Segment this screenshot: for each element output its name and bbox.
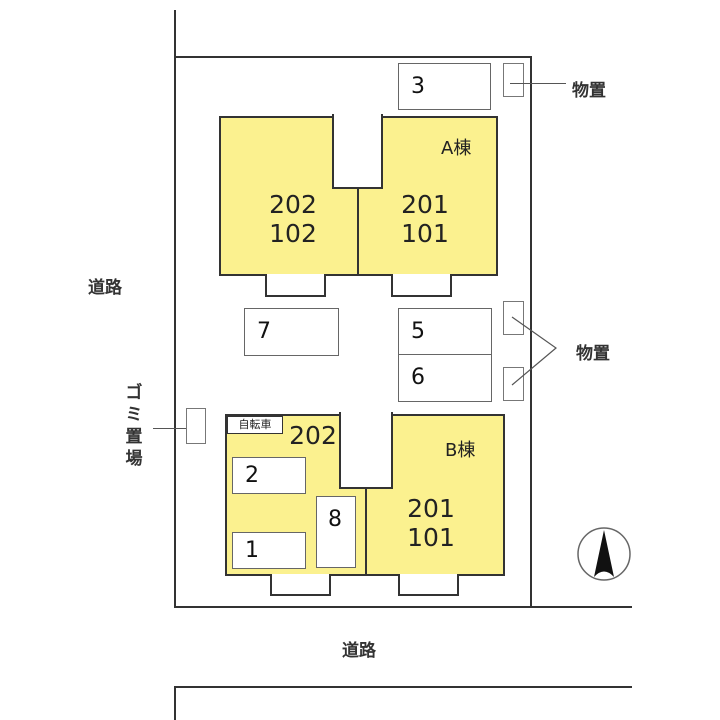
building-a-entrance-step-right	[391, 274, 452, 297]
north-arrow-icon	[577, 527, 631, 581]
building-b-name: B棟	[445, 440, 476, 461]
site-west-boundary	[174, 56, 176, 608]
parking-space-1: 1	[232, 532, 306, 569]
storage-top-leader	[510, 83, 566, 84]
west-boundary-upper	[174, 10, 176, 58]
parking-space-2: 2	[232, 457, 306, 494]
garbage-leader-line	[153, 428, 198, 429]
building-a-units-right: 201 101	[390, 190, 460, 248]
building-b-units-right: 201 101	[396, 494, 466, 552]
storage-label-top: 物置	[572, 81, 606, 101]
road-label-south: 道路	[342, 641, 376, 661]
building-b-entrance-step-left	[270, 574, 331, 596]
unit-102: 102	[269, 219, 317, 248]
parking-space-8: 8	[316, 496, 356, 568]
road-south-edge-corner	[174, 686, 176, 720]
unit-202: 202	[269, 190, 317, 219]
building-a-name: A棟	[441, 138, 472, 159]
garbage-box	[186, 408, 206, 444]
site-east-boundary	[530, 56, 532, 608]
site-top-boundary	[174, 56, 532, 58]
unit-101: 101	[401, 219, 449, 248]
parking-space-5: 5	[398, 308, 492, 356]
storage-middle-leader	[511, 316, 557, 386]
storage-label-middle: 物置	[576, 344, 610, 364]
unit-b-101: 101	[407, 523, 455, 552]
building-b-divider	[365, 487, 367, 576]
parking-space-3: 3	[398, 63, 491, 110]
bicycle-parking-label: 自転車	[227, 416, 283, 434]
parking-space-7: 7	[244, 308, 339, 356]
unit-b-201: 201	[407, 494, 455, 523]
unit-201: 201	[401, 190, 449, 219]
building-a-entrance-step-left	[265, 274, 326, 297]
storage-shed-top	[503, 63, 524, 97]
site-south-boundary	[174, 606, 632, 608]
building-a-divider	[357, 188, 359, 276]
road-label-west: 道路	[88, 278, 122, 298]
building-b-notch	[339, 412, 393, 489]
road-south-edge	[174, 686, 632, 688]
garbage-area-label: ゴ ミ 置 場	[125, 383, 143, 469]
building-b-entrance-step-right	[398, 574, 459, 596]
building-a-units-left: 202 102	[258, 190, 328, 248]
parking-space-6: 6	[398, 354, 492, 402]
building-b-unit-202: 202	[289, 421, 337, 450]
building-a-notch	[332, 114, 383, 189]
